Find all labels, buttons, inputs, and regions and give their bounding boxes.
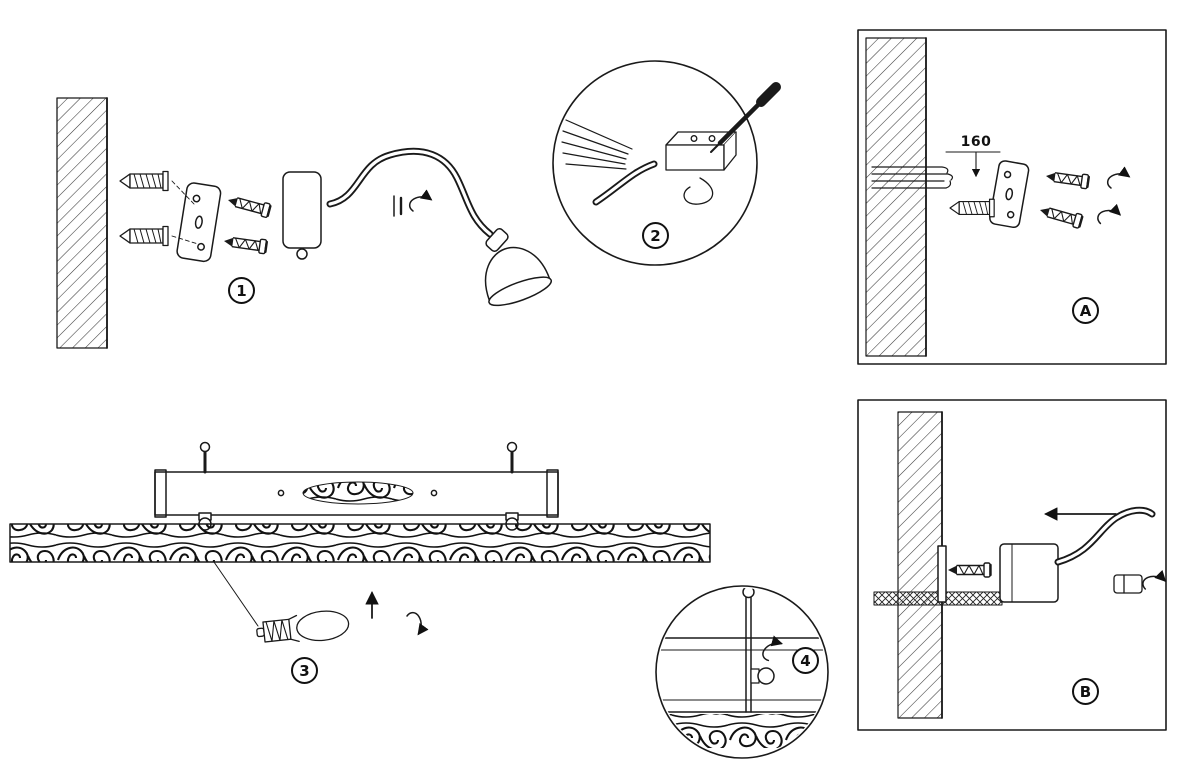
stem-left bbox=[198, 441, 212, 531]
dimension-160 bbox=[945, 151, 1001, 178]
dimension-label: 160 bbox=[960, 134, 992, 150]
mounting-plate bbox=[176, 182, 222, 263]
panel-a-anchor bbox=[949, 198, 995, 218]
panel-b-frame bbox=[857, 399, 1167, 731]
arm-fitting bbox=[1113, 574, 1143, 594]
lamp-base-box bbox=[999, 543, 1059, 603]
gooseneck-arm bbox=[326, 147, 494, 238]
screwdriver bbox=[710, 82, 781, 153]
knob-rotation-icon bbox=[760, 641, 785, 662]
panel-b-wall bbox=[897, 411, 943, 719]
wall-anchor-top bbox=[119, 170, 169, 192]
panel-a-label: A bbox=[1072, 297, 1099, 324]
step-2-label: 2 bbox=[642, 222, 669, 249]
panel-a-detail bbox=[857, 29, 1167, 365]
guide-line bbox=[171, 180, 195, 205]
mounting-screw-top bbox=[224, 192, 273, 219]
adjust-knob bbox=[757, 667, 775, 685]
panel-b-detail bbox=[857, 399, 1167, 731]
panel-a-screw-bottom bbox=[1036, 202, 1084, 230]
step-3-label: 3 bbox=[291, 657, 318, 684]
wall-bracket bbox=[937, 545, 947, 603]
leader-line bbox=[213, 561, 259, 627]
fitting-rotation-icon bbox=[1142, 574, 1165, 592]
frame-moulding bbox=[9, 523, 711, 563]
lamp-assembly bbox=[282, 147, 553, 307]
twist-arrow-icon bbox=[407, 613, 421, 634]
step-1-label: 1 bbox=[228, 277, 255, 304]
wall-anchor-bottom bbox=[119, 225, 169, 247]
bar-hole bbox=[430, 489, 438, 497]
panel-b-screw bbox=[946, 561, 992, 579]
screw-rotation-icon-bottom bbox=[1097, 209, 1120, 226]
supply-wires bbox=[561, 119, 633, 170]
panel-a-plate bbox=[989, 160, 1030, 229]
backplate-knob bbox=[296, 248, 308, 260]
stem-ball bbox=[742, 588, 755, 599]
flex-arm bbox=[1054, 506, 1156, 566]
guide-line bbox=[171, 235, 199, 245]
shade-joint bbox=[485, 228, 509, 252]
moulding-cross-section bbox=[658, 714, 826, 748]
panel-b-label: B bbox=[1072, 678, 1099, 705]
panel-a-wall bbox=[865, 37, 927, 357]
screw-rotation-icon-top bbox=[1108, 174, 1129, 188]
lamp-shade bbox=[484, 246, 553, 307]
step-4-label: 4 bbox=[792, 647, 819, 674]
mounting-screw-bottom bbox=[221, 232, 269, 256]
panel-a-screw-top bbox=[1043, 167, 1091, 191]
step1-wall-section bbox=[56, 97, 108, 349]
lamp-backplate bbox=[282, 171, 322, 249]
fixture-bar bbox=[154, 441, 559, 531]
rotation-arrow-icon bbox=[393, 195, 431, 217]
wiring-detail-circle bbox=[552, 60, 781, 266]
stem-right bbox=[505, 441, 519, 531]
light-bulb bbox=[256, 610, 350, 643]
wire-loop bbox=[683, 177, 714, 205]
panel-a-frame bbox=[857, 29, 1167, 365]
panel-a-wires bbox=[871, 166, 954, 189]
bar-ornament bbox=[302, 481, 414, 505]
bar-hole bbox=[277, 489, 285, 497]
